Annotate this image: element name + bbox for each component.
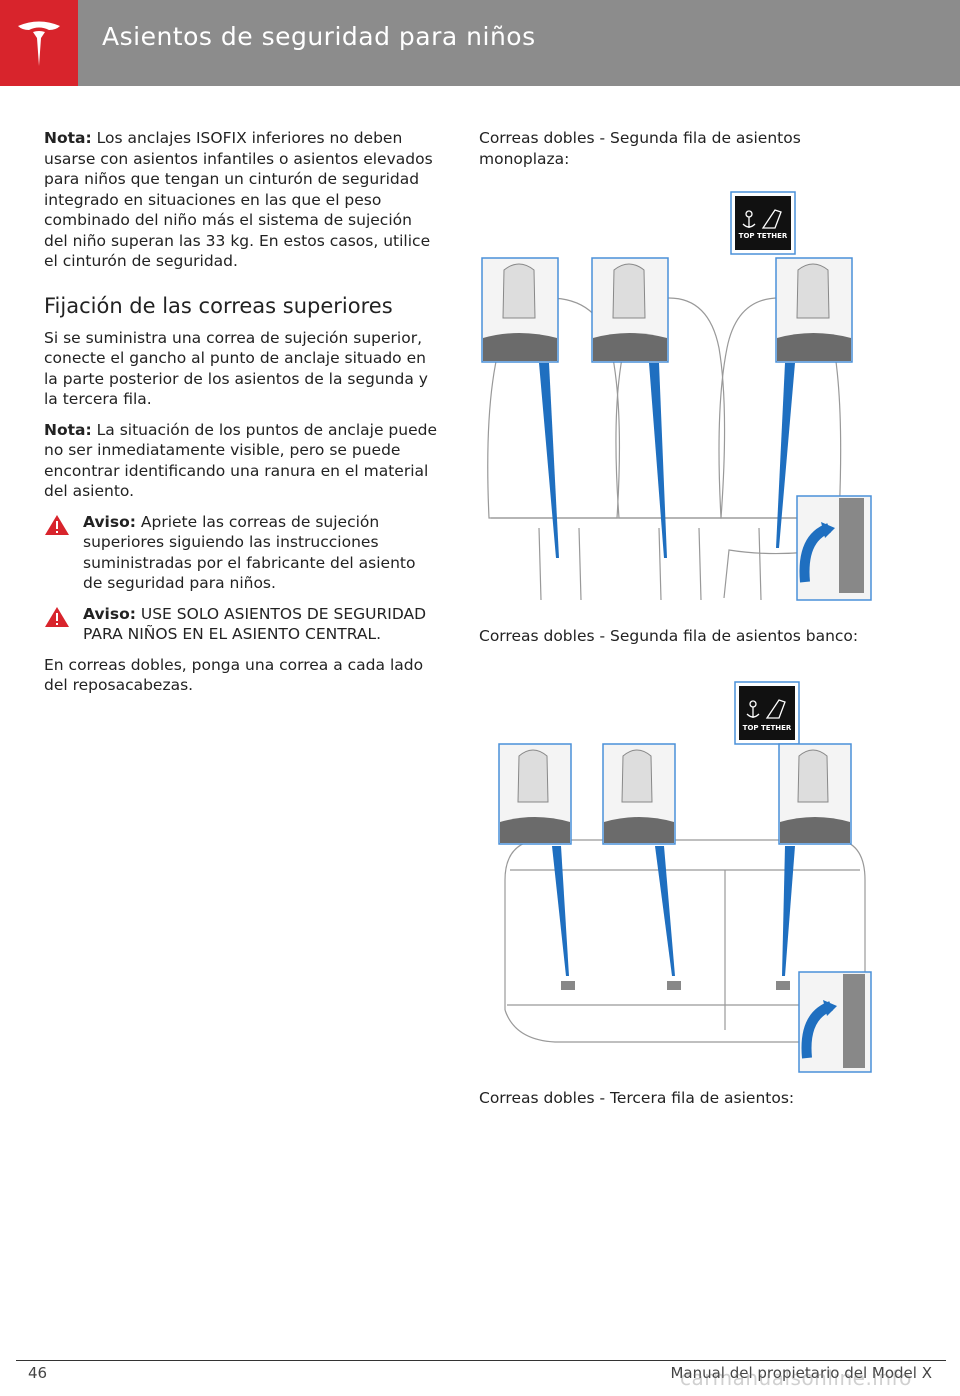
footer-divider bbox=[16, 1360, 946, 1361]
warning-paragraph: Aviso: Apriete las correas de sujeción s… bbox=[83, 512, 439, 594]
watermark: carmanualsonline.info bbox=[680, 1366, 912, 1390]
warning-paragraph: Aviso: USE SOLO ASIENTOS DE SEGURIDAD PA… bbox=[83, 604, 439, 645]
top-tether-badge: TOP TETHER bbox=[730, 191, 796, 255]
seats-banco-illustration: TOP TETHER bbox=[498, 681, 872, 1073]
warning-text: Apriete las correas de sujeción superior… bbox=[83, 512, 416, 593]
page-header: Asientos de seguridad para niños bbox=[0, 0, 960, 86]
note-label: Nota: bbox=[44, 420, 92, 439]
note-text: Los anclajes ISOFIX inferiores no deben … bbox=[44, 129, 433, 270]
headrest-inset bbox=[602, 743, 676, 845]
manual-title: Manual del propietario del Model X bbox=[670, 1364, 932, 1382]
paragraph: En correas dobles, ponga una correa a ca… bbox=[44, 655, 424, 695]
section-heading: Fijación de las correas superiores bbox=[44, 293, 393, 318]
anchor-inset bbox=[798, 971, 872, 1073]
figure-caption: Correas dobles - Segunda fila de asiento… bbox=[479, 627, 859, 645]
paragraph: Si se suministra una correa de sujeción … bbox=[44, 328, 428, 409]
note-label: Nota: bbox=[44, 129, 92, 147]
seats-monoplaza-illustration: TOP TETHER bbox=[481, 191, 872, 601]
note-isofix: Nota: Los anclajes ISOFIX inferiores no … bbox=[44, 128, 439, 272]
page-title: Asientos de seguridad para niños bbox=[102, 22, 536, 51]
anchor-points bbox=[561, 981, 790, 990]
top-tether-badge: TOP TETHER bbox=[734, 681, 800, 745]
caption-wrap: Correas dobles - Tercera fila de asiento… bbox=[479, 1088, 879, 1119]
headrest-inset bbox=[775, 257, 853, 363]
figure-caption: Correas dobles - Segunda fila de asiento… bbox=[479, 129, 801, 168]
headrest-inset bbox=[498, 743, 572, 845]
headrest-inset bbox=[778, 743, 852, 845]
figure-caption: Correas dobles - Tercera fila de asiento… bbox=[479, 1089, 795, 1107]
warning-label: Aviso: bbox=[83, 604, 136, 623]
warning-triangle-icon bbox=[45, 606, 69, 627]
right-column: Correas dobles - Segunda fila de asiento… bbox=[479, 128, 879, 179]
anchor-inset bbox=[796, 495, 872, 601]
tether-straps bbox=[552, 846, 795, 976]
tesla-t-icon bbox=[18, 21, 60, 66]
tether-badge-label: TOP TETHER bbox=[743, 724, 792, 732]
warning-label: Aviso: bbox=[83, 512, 136, 531]
tether-badge-label: TOP TETHER bbox=[739, 232, 788, 240]
tesla-logo bbox=[0, 0, 78, 86]
warning-triangle-icon bbox=[45, 514, 69, 535]
note-anchor: Nota: La situación de los puntos de ancl… bbox=[44, 420, 439, 502]
left-column: Nota: Los anclajes ISOFIX inferiores no … bbox=[44, 128, 439, 706]
warning-text: USE SOLO ASIENTOS DE SEGURIDAD PARA NIÑO… bbox=[83, 604, 427, 644]
headrest-inset bbox=[481, 257, 559, 363]
tether-straps bbox=[539, 363, 795, 558]
warning-block: Aviso: Apriete las correas de sujeción s… bbox=[44, 512, 439, 594]
page-number: 46 bbox=[28, 1364, 48, 1382]
headrest-inset bbox=[591, 257, 669, 363]
caption-wrap: Correas dobles - Segunda fila de asiento… bbox=[479, 626, 879, 657]
note-text: La situación de los puntos de anclaje pu… bbox=[44, 420, 437, 501]
warning-block: Aviso: USE SOLO ASIENTOS DE SEGURIDAD PA… bbox=[44, 604, 439, 645]
